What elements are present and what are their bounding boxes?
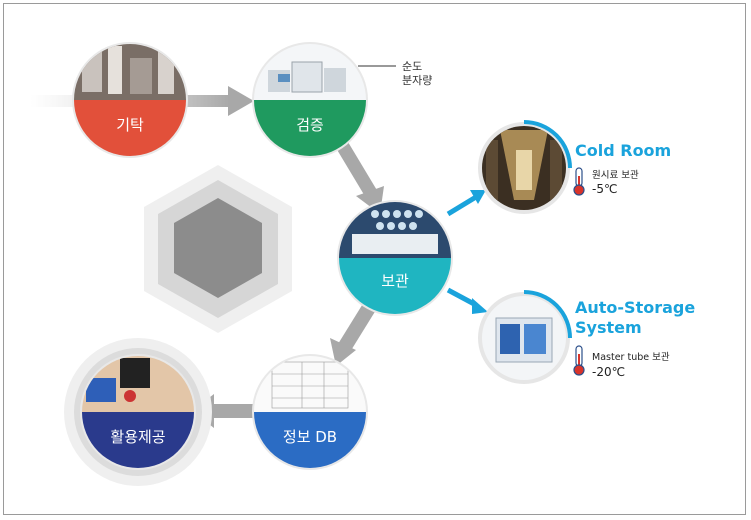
auto-storage-photo: [478, 290, 572, 384]
auto-storage-temp: -20℃: [592, 365, 625, 379]
node-info-db-label: 정보 DB: [283, 428, 337, 446]
node-storage-label: 보관: [381, 272, 409, 290]
auto-storage-title-line1: Auto-Storage: [575, 298, 695, 317]
thermometer-icon: [573, 345, 585, 376]
thermometer-icon: [573, 167, 585, 196]
cold-room-desc: 원시료 보관: [592, 170, 639, 181]
arrow-storage-to-autostorage: [446, 287, 488, 314]
arrow-storage-to-coldroom: [446, 190, 486, 217]
auto-storage-title-line2: System: [575, 318, 642, 337]
auto-storage-desc: Master tube 보관: [592, 352, 670, 363]
node-provide-label: 활용제공: [110, 428, 165, 446]
cold-room-temp: -5℃: [592, 182, 617, 196]
arrow-storage-to-infodb: [330, 302, 376, 366]
cold-room-title: Cold Room: [575, 141, 671, 160]
cold-room-photo: [478, 120, 572, 214]
decorative-hexagon: [144, 165, 292, 333]
node-verify-label: 검증: [296, 116, 324, 134]
node-request[interactable]: 기탁: [70, 40, 190, 160]
node-verify[interactable]: 검증: [250, 40, 370, 160]
node-storage[interactable]: 보관: [335, 198, 455, 318]
verify-note-line1: 순도: [402, 60, 422, 73]
node-provide[interactable]: 활용제공: [64, 338, 212, 486]
node-request-label: 기탁: [116, 116, 144, 134]
node-info-db[interactable]: 정보 DB: [250, 352, 370, 472]
verify-note-line2: 분자량: [402, 74, 432, 87]
